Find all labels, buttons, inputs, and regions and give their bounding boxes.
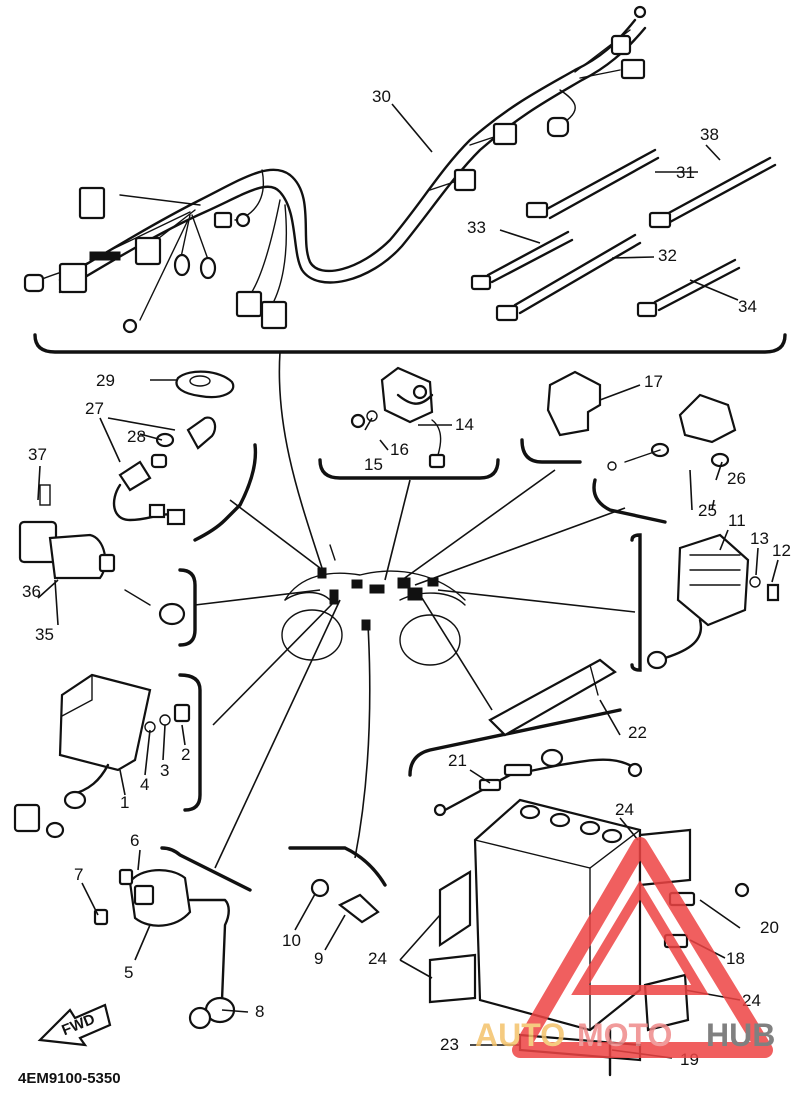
- callout-15: 15: [364, 455, 383, 474]
- cover-17: [546, 370, 602, 437]
- callout-24b: 24: [368, 949, 387, 968]
- callout-18: 18: [726, 949, 745, 968]
- callout-24a: 24: [615, 800, 634, 819]
- callout-4: 4: [140, 775, 149, 794]
- watermark-triangle-icon: [512, 837, 773, 1058]
- horn-wire-25: [607, 393, 737, 471]
- wire-harness: [23, 5, 647, 334]
- watermark-logo: AUTO MOTO HUB: [475, 837, 775, 1058]
- callout-35: 35: [35, 625, 54, 644]
- harness-leader: [278, 351, 323, 569]
- callout-7: 7: [74, 865, 83, 884]
- callout-36: 36: [22, 582, 41, 601]
- harness-brace: [33, 333, 787, 354]
- band-22: [488, 658, 617, 737]
- callout-13: 13: [750, 529, 769, 548]
- callout-20: 20: [760, 918, 779, 937]
- callout-14: 14: [455, 415, 474, 434]
- pad-29: [175, 370, 235, 399]
- callout-29: 29: [96, 371, 115, 390]
- watermark-moto: MOTO: [577, 1017, 672, 1053]
- callout-10: 10: [282, 931, 301, 950]
- callout-27: 27: [85, 399, 104, 418]
- group-brackets: [160, 438, 667, 892]
- callout-32: 32: [658, 246, 677, 265]
- watermark-hub: HUB: [706, 1017, 775, 1053]
- callout-12: 12: [772, 541, 791, 560]
- callout-2: 2: [181, 745, 190, 764]
- callout-8: 8: [255, 1002, 264, 1021]
- callout-9: 9: [314, 949, 323, 968]
- callout-11: 11: [728, 511, 746, 530]
- callout-22: 22: [628, 723, 647, 742]
- watermark-auto: AUTO: [475, 1017, 565, 1053]
- callout-37: 37: [28, 445, 47, 464]
- part-code: 4EM9100-5350: [18, 1070, 121, 1087]
- callout-28: 28: [127, 427, 146, 446]
- callout-1: 1: [120, 793, 129, 812]
- callout-21: 21: [448, 751, 467, 770]
- callout-16: 16: [390, 440, 409, 459]
- callout-26: 26: [727, 469, 746, 488]
- switch-9: [310, 878, 380, 924]
- leader-lines: [194, 469, 636, 869]
- relay-14: [350, 366, 446, 469]
- fwd-arrow: FWD: [37, 1003, 112, 1047]
- switch-35: [18, 484, 186, 626]
- callout-6: 6: [130, 831, 139, 850]
- callout-17: 17: [644, 372, 663, 391]
- callout-30: 30: [372, 87, 391, 106]
- vehicle-outline: [281, 544, 466, 666]
- callout-34: 34: [738, 297, 757, 316]
- callouts: 30 38 31 33 32 34 29 27 28 37 14 16 15 1…: [22, 87, 791, 1069]
- callout-3: 3: [160, 761, 169, 780]
- wire-21: [433, 748, 643, 817]
- ignition-coil-5: [93, 868, 236, 1030]
- cable-ties: [470, 148, 777, 322]
- callout-23: 23: [440, 1035, 459, 1054]
- lead-wire-27: [112, 416, 217, 526]
- regulator-11: [646, 533, 780, 670]
- callout-38: 38: [700, 125, 719, 144]
- callout-5: 5: [124, 963, 133, 982]
- callout-33: 33: [467, 218, 486, 237]
- callout-25: 25: [698, 501, 717, 520]
